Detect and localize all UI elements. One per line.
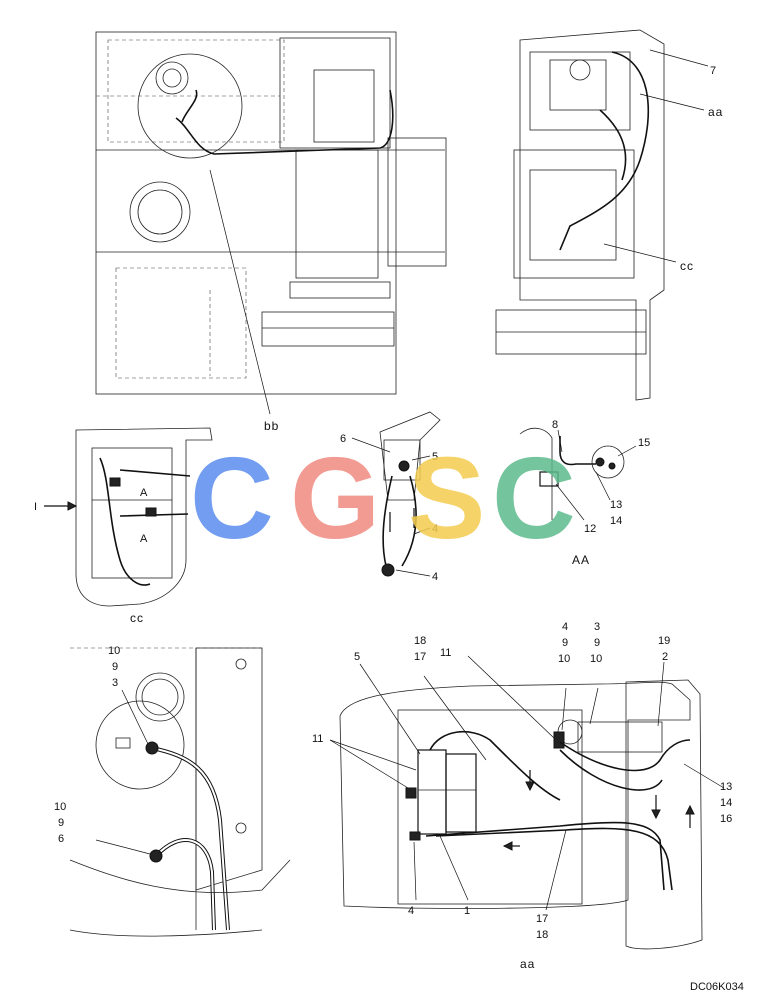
detail-aa-bottom: 5 18 17 11 4 9 10 3 9 10 19 2 11 13 14 1… [312,621,732,971]
callout-13-br: 13 [720,781,732,793]
callout-5-mid: 5 [432,451,438,463]
callout-16: 16 [720,813,732,825]
watermark-logo: C G S C [190,433,576,563]
section-label-cc-detail: cc [130,611,144,625]
watermark-letter-c2: C [492,433,576,563]
drawing-code: DC06K034 [690,981,744,993]
watermark-letter-c1: C [190,433,274,563]
callout-19: 19 [658,635,670,647]
callout-17-br-a: 17 [414,651,426,663]
section-label-bb: bb [264,419,279,433]
callout-14-br: 14 [720,797,732,809]
callout-11-br-b: 11 [312,733,323,745]
callout-17-br-b: 17 [536,913,548,925]
callout-9-bl-b: 9 [58,817,64,829]
callout-18-br-a: 18 [414,635,426,647]
callout-13-AA: 13 [610,499,622,511]
detail-bottom-left: 10 9 3 10 9 6 [54,645,291,937]
callout-5-br: 5 [354,651,360,663]
callout-3-bl: 3 [112,677,118,689]
mark-A-2: A [140,533,148,545]
callout-4-mid-b: 4 [432,571,438,583]
callout-18-br-b: 18 [536,929,548,941]
callout-14-AA: 14 [610,515,622,527]
callout-9-br-a: 9 [562,637,568,649]
callout-4-br-b: 4 [408,905,414,917]
section-label-aa-top: aa [708,105,723,119]
watermark-letter-g: G [290,433,380,563]
callout-8: 8 [552,419,558,431]
callout-15: 15 [638,437,650,449]
detail-filter-middle: 6 5 4 4 [340,411,441,583]
plan-view-top-left: bb [95,31,447,433]
callout-9-br-b: 9 [594,637,600,649]
callout-4-mid-a: 4 [432,523,438,535]
section-label-aa-bottom: aa [520,957,535,971]
detail-AA: 8 15 13 14 12 AA [519,419,650,567]
side-view-top-right: 7 aa cc [495,29,723,401]
callout-9-bl-a: 9 [112,661,118,673]
mark-A-1: A [140,487,148,499]
callout-3-br: 3 [594,621,600,633]
callout-10-bl-a: 10 [108,645,120,657]
view-arrow-label: I [34,501,37,513]
callout-2: 2 [662,651,668,663]
callout-10-br-b: 10 [590,653,602,665]
callout-12: 12 [584,523,596,535]
callout-6-mid: 6 [340,433,346,445]
watermark-letter-s: S [408,433,485,563]
callout-6-bl: 6 [58,833,64,845]
callout-7: 7 [710,65,716,77]
callout-10-br-a: 10 [558,653,570,665]
callout-11-br-a: 11 [440,647,451,659]
section-label-cc-top: cc [680,259,694,273]
callout-1: 1 [464,905,470,917]
callout-10-bl-b: 10 [54,801,66,813]
callout-4-br: 4 [562,621,568,633]
detail-cc: I A A cc [34,427,213,625]
section-label-AA: AA [572,553,590,567]
